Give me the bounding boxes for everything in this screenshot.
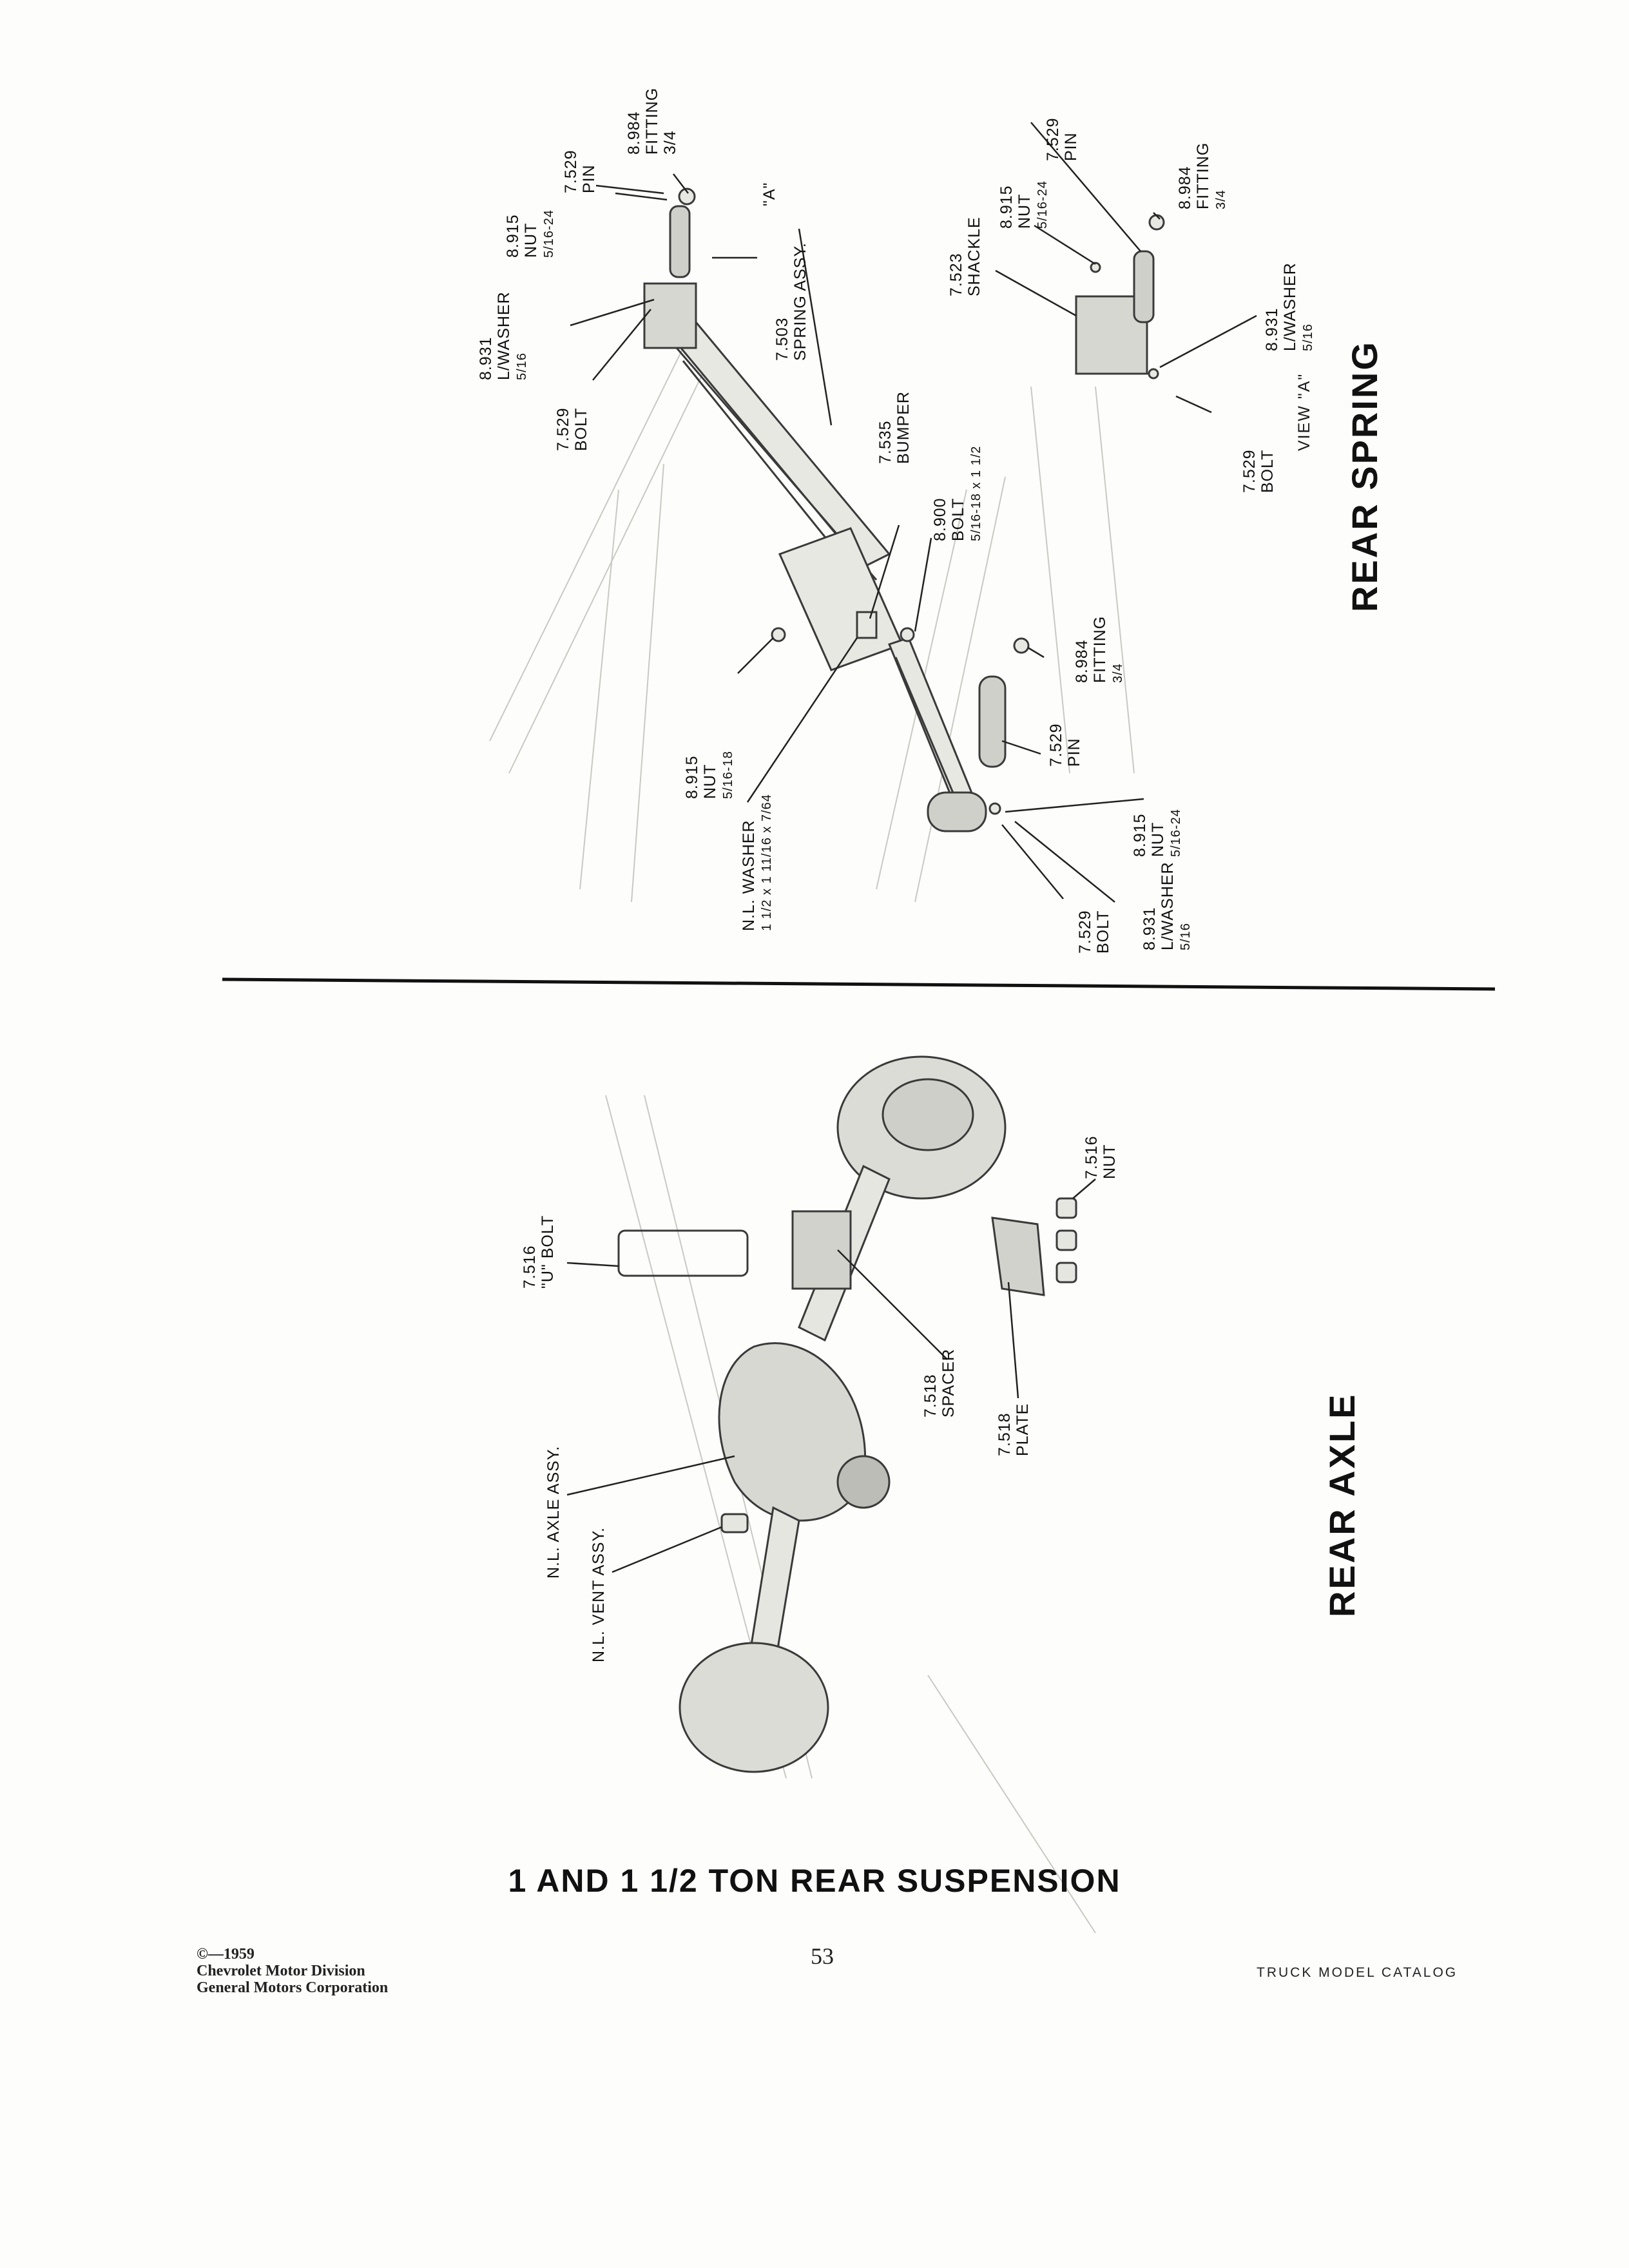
u-bolt [617, 1229, 749, 1277]
spring-leader-lines [570, 122, 1257, 903]
page-number: 53 [811, 1943, 834, 1969]
axle-plate [991, 1216, 1045, 1296]
axle-leader-lines [566, 1178, 1096, 1573]
brake-drum-left [679, 1642, 829, 1773]
catalog-name: TRUCK MODEL CATALOG [1257, 1965, 1458, 1980]
vent [720, 1513, 749, 1533]
label-view-a-callout: "A" [760, 182, 778, 206]
copyright-block: ©—1959 Chevrolet Motor Division General … [197, 1946, 389, 1996]
label-axle-assy: N.L. AXLE ASSY. [545, 1445, 563, 1579]
section-title-rear-spring: REAR SPRING [1344, 340, 1385, 612]
front-hanger [643, 282, 697, 349]
section-title-rear-axle: REAR AXLE [1322, 1392, 1362, 1617]
spring-eye-bushing [927, 791, 987, 832]
spring-pad [791, 1210, 852, 1290]
rear-axle-drawing [617, 1055, 1077, 1773]
page-title: 1 AND 1 1/2 TON REAR SUSPENSION [508, 1863, 1121, 1899]
view-a-title: VIEW "A" [1295, 372, 1313, 451]
differential-housing [718, 1342, 867, 1522]
section-divider [222, 977, 1496, 991]
label-vent-assy: N.L. VENT ASSY. [590, 1526, 608, 1662]
rear-spring-drawing [643, 187, 1165, 832]
bumper-block [856, 611, 878, 639]
front-pin [669, 205, 691, 278]
rear-pin [978, 675, 1007, 768]
label-u-bolt: 7.516"U" BOLT [521, 1215, 557, 1289]
